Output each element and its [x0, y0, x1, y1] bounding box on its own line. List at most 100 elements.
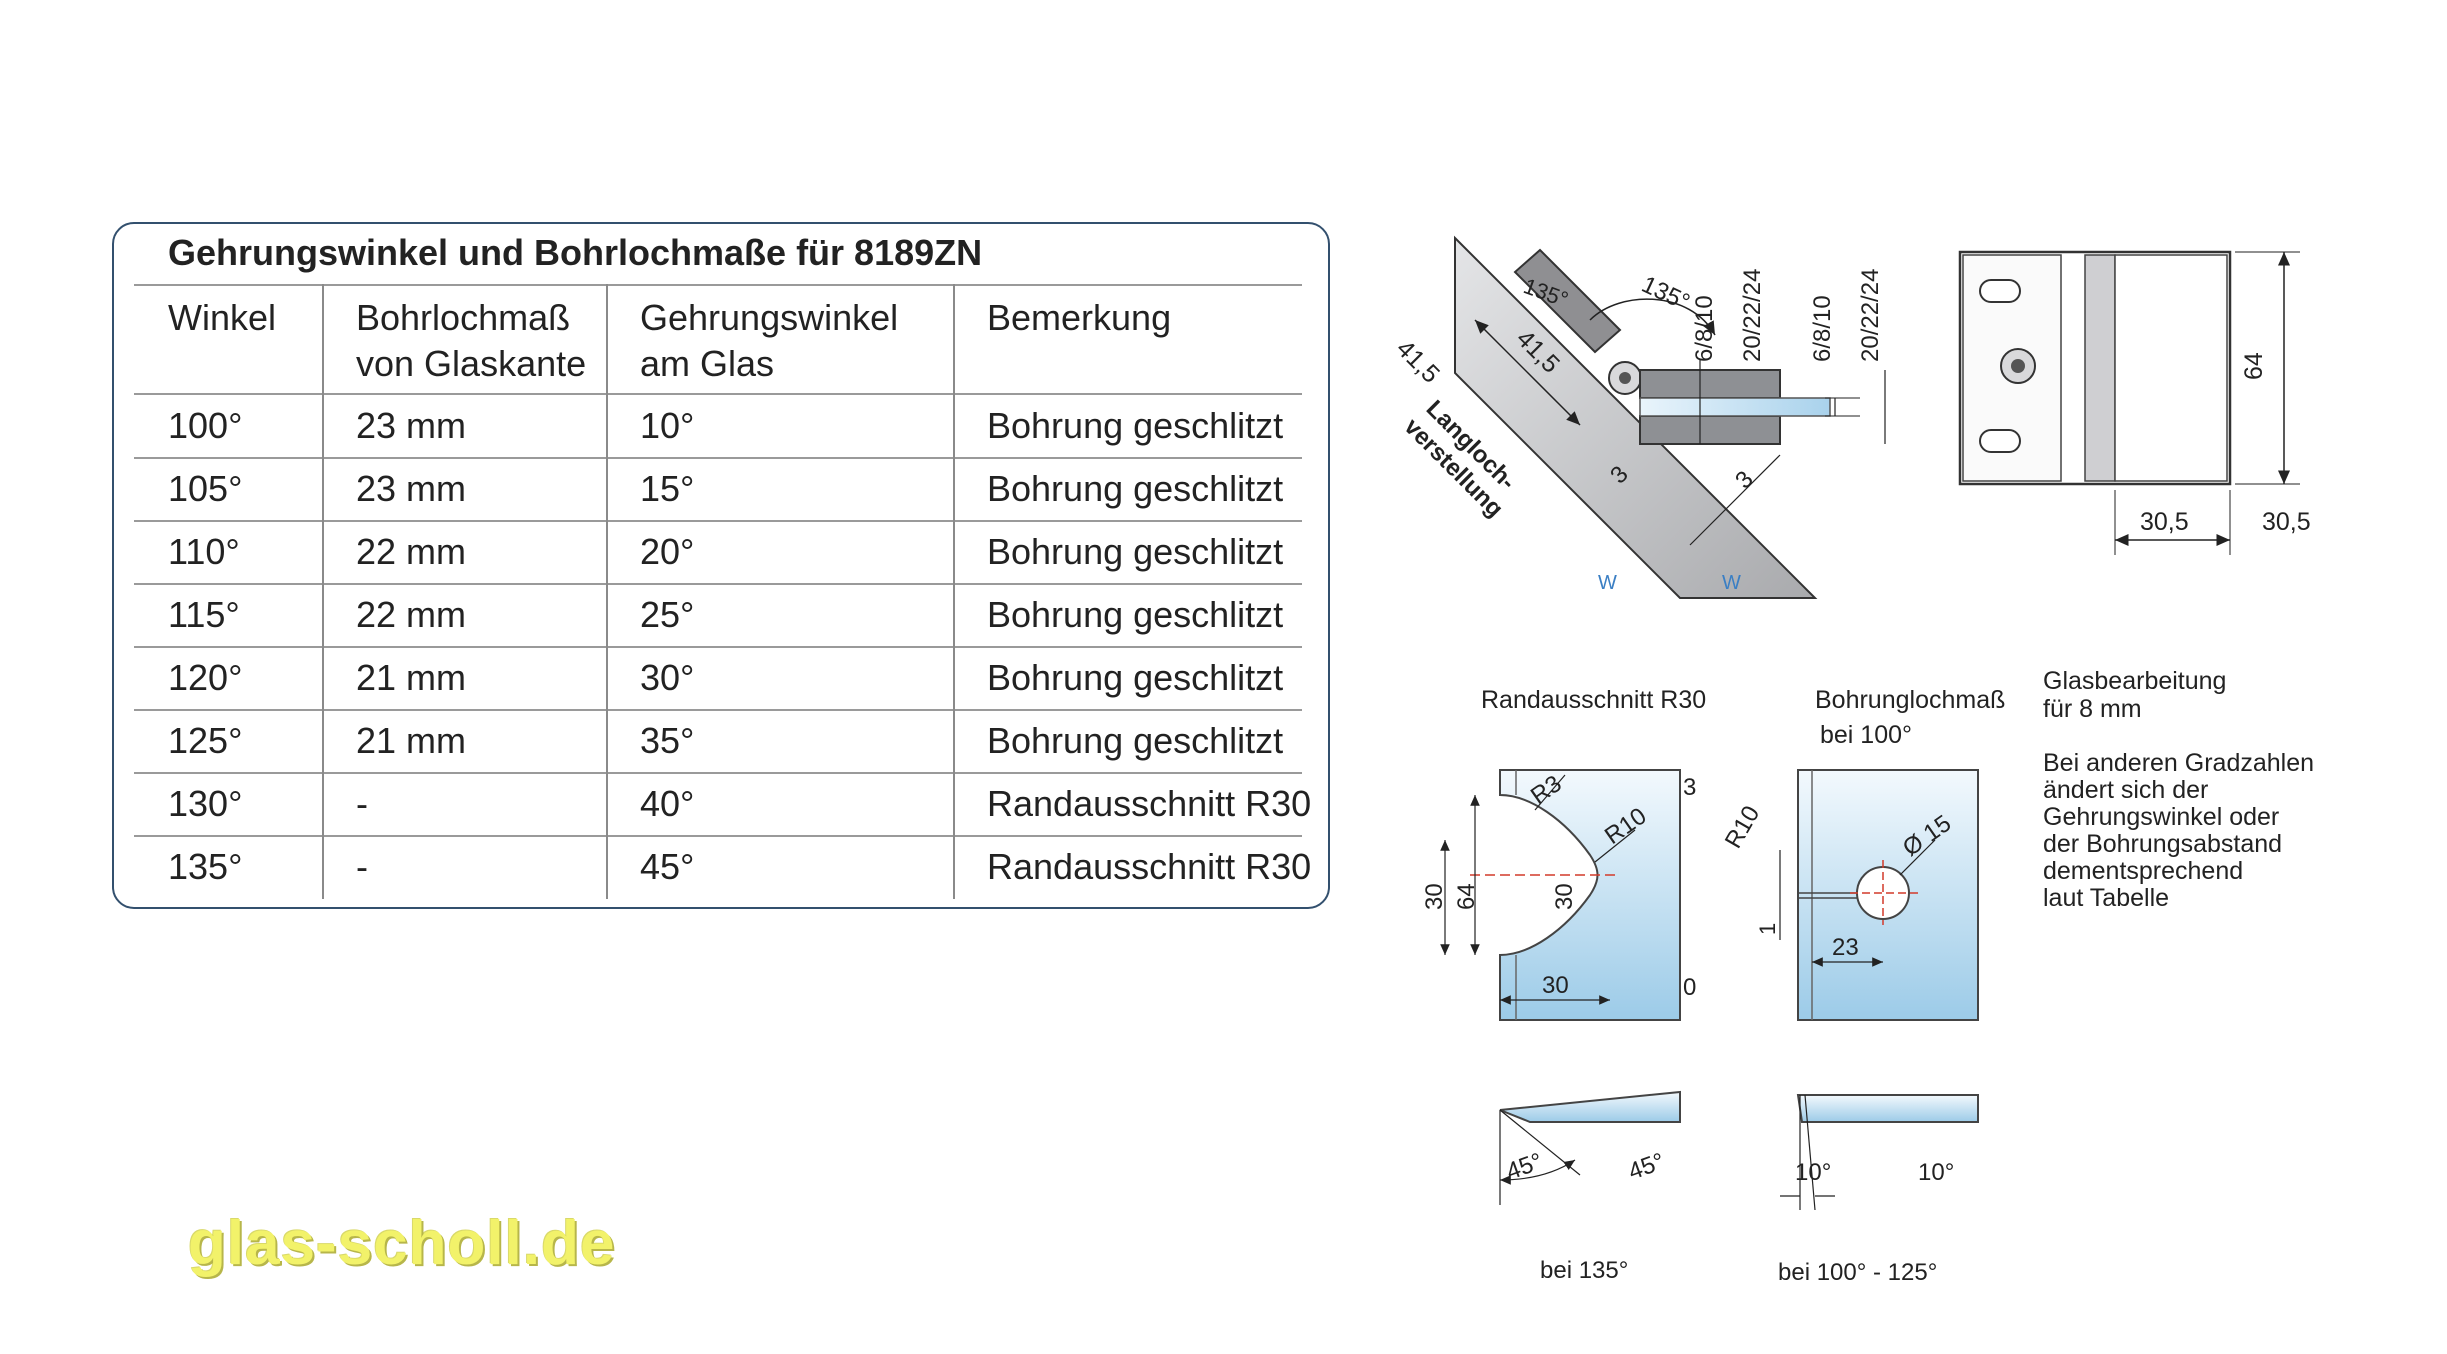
- note-line: Gehrungswinkel oder: [2043, 803, 2280, 831]
- cell-bohrlochmass: 21 mm: [356, 720, 467, 761]
- hinge-pivot-center: [1619, 372, 1631, 384]
- hinge-plate-right: [2114, 254, 2228, 482]
- cell-bemerkung: Bohrung geschlitzt: [987, 720, 1284, 761]
- angle-arc: [1589, 298, 1716, 336]
- cell-gehrungswinkel: 30°: [640, 657, 695, 698]
- hinge-plan-view: 41,5 41,5 135° 135° 6/8/10 20/22/24 6/8/…: [1391, 235, 1886, 599]
- hinge-side-view: 64 30,5 30,5: [1958, 250, 2311, 555]
- angle-45-a: 45°: [1503, 1148, 1546, 1186]
- glass-with-cutout: [1499, 769, 1681, 1021]
- randausschnitt-note: bei 135°: [1540, 1257, 1628, 1284]
- cell-bemerkung: Randausschnitt R30: [987, 846, 1312, 887]
- cell-gehrungswinkel: 20°: [640, 531, 695, 572]
- cell-winkel: 105°: [168, 468, 243, 509]
- clamp-upper: [1639, 369, 1781, 399]
- dim-30-center: 30: [1551, 883, 1578, 910]
- extension-line: [1804, 1094, 1816, 1211]
- bohrung-caption-line2: bei 100°: [1820, 721, 1912, 749]
- note-line: für 8 mm: [2043, 695, 2142, 723]
- bohrung-caption: Bohrunglochmaß: [1815, 686, 2005, 714]
- cell-gehrungswinkel: 45°: [640, 846, 695, 887]
- header-gehrungswinkel-line2: am Glas: [640, 343, 775, 384]
- cell-winkel: 100°: [168, 405, 243, 446]
- dim-30-left: 30: [1421, 883, 1448, 910]
- leader-line: [1534, 774, 1566, 811]
- angle-10-b: 10°: [1918, 1159, 1954, 1186]
- cell-gehrungswinkel: 15°: [640, 468, 695, 509]
- angle-arc: [1499, 1159, 1576, 1185]
- note-line: Bei anderen Gradzahlen: [2043, 749, 2315, 777]
- table-rule: [134, 772, 1302, 774]
- screw-center-icon: [2011, 359, 2025, 373]
- dim-6-8-10-a: 6/8/10: [1691, 295, 1718, 362]
- leader-line: [1594, 829, 1636, 863]
- cell-gehrungswinkel: 35°: [640, 720, 695, 761]
- dimension-line: [1474, 319, 1581, 426]
- cell-winkel: 110°: [168, 531, 240, 572]
- bohrung-detail: Bohrunglochmaß bei 100° R10 Ø 15 1 23 10…: [1720, 686, 2006, 1286]
- note-line: Glasbearbeitung: [2043, 667, 2227, 695]
- cell-gehrungswinkel: 10°: [640, 405, 695, 446]
- cell-bohrlochmass: 23 mm: [356, 468, 467, 509]
- table-rule: [134, 520, 1302, 522]
- cell-bemerkung: Bohrung geschlitzt: [987, 405, 1284, 446]
- hinge-knuckle: [2084, 254, 2116, 482]
- dim-20-22-24-a: 20/22/24: [1739, 269, 1766, 362]
- dimension-line: [1689, 454, 1781, 546]
- note-line: laut Tabelle: [2043, 884, 2170, 912]
- cell-bemerkung: Bohrung geschlitzt: [987, 657, 1284, 698]
- angle-10-a: 10°: [1795, 1159, 1831, 1186]
- header-winkel: Winkel: [168, 297, 277, 338]
- mark-w-plain: W: [1722, 572, 1741, 594]
- clamp-lower: [1639, 415, 1781, 445]
- cell-bohrlochmass: -: [356, 846, 368, 887]
- cell-winkel: 120°: [168, 657, 243, 698]
- dim-r10-hole: R10: [1720, 801, 1765, 853]
- table-rule: [134, 709, 1302, 711]
- dim-64: 64: [2240, 352, 2268, 380]
- cell-bemerkung: Bohrung geschlitzt: [987, 468, 1284, 509]
- table-rule: [134, 284, 1302, 286]
- dimension-table: Winkel Bohrlochmaß von Glaskante Gehrung…: [134, 284, 1311, 899]
- slot-hole-icon: [1979, 279, 2021, 303]
- dim-30-bottom: 30: [1542, 972, 1569, 999]
- dim-0: 0: [1683, 974, 1696, 1001]
- dim-41-5-outer: 41,5: [1391, 334, 1445, 388]
- cell-winkel: 135°: [168, 846, 243, 887]
- dim-30-5-b: 30,5: [2262, 508, 2311, 536]
- table-rule: [134, 646, 1302, 648]
- dim-1: 1: [1755, 923, 1780, 935]
- cell-bohrlochmass: 21 mm: [356, 657, 467, 698]
- cell-bemerkung: Bohrung geschlitzt: [987, 531, 1284, 572]
- header-bemerkung: Bemerkung: [987, 297, 1172, 338]
- cell-winkel: 125°: [168, 720, 243, 761]
- table-rule: [134, 393, 1302, 395]
- mark-w-blue: W: [1598, 572, 1617, 594]
- leader-line: [1899, 839, 1936, 876]
- table-rule: [134, 457, 1302, 459]
- header-gehrungswinkel: Gehrungswinkel: [640, 297, 899, 338]
- cell-gehrungswinkel: 25°: [640, 594, 695, 635]
- angle-135-large: 135°: [1637, 271, 1693, 316]
- cell-winkel: 115°: [168, 594, 240, 635]
- glass-pane-straight: [1639, 397, 1831, 417]
- dim-3: 3: [1683, 774, 1696, 801]
- note-line: der Bohrungsabstand: [2043, 830, 2283, 858]
- cell-bohrlochmass: 22 mm: [356, 594, 467, 635]
- column-divider: [606, 284, 608, 899]
- bohrung-note: bei 100° - 125°: [1778, 1259, 1937, 1286]
- cell-bohrlochmass: 23 mm: [356, 405, 467, 446]
- column-divider: [953, 284, 955, 899]
- dim-30-5-a: 30,5: [2140, 508, 2189, 536]
- cell-bemerkung: Randausschnitt R30: [987, 783, 1312, 824]
- watermark-logo: glas-scholl.de: [188, 1209, 616, 1278]
- dim-23: 23: [1832, 934, 1859, 961]
- table-title: Gehrungswinkel und Bohrlochmaße für 8189…: [168, 232, 983, 273]
- dim-64-cutout: 64: [1453, 883, 1480, 910]
- glass-edge-profile-45: [1499, 1090, 1681, 1123]
- table-rule: [134, 583, 1302, 585]
- cell-bemerkung: Bohrung geschlitzt: [987, 594, 1284, 635]
- glass-edge-profile-10: [1796, 1094, 1979, 1123]
- dim-20-22-24-b: 20/22/24: [1857, 269, 1884, 362]
